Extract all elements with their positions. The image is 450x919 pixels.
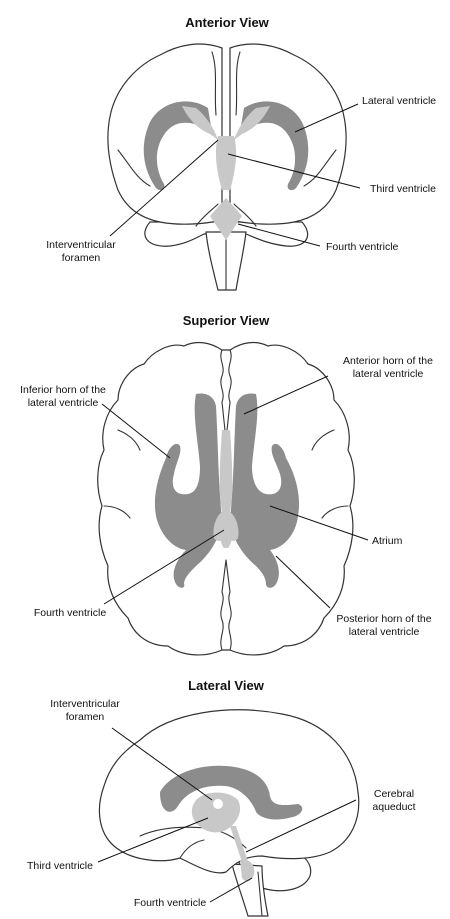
lateral-cerebral-aqueduct: [230, 826, 248, 862]
anterior-third-ventricle: [215, 136, 237, 190]
leader-anterior-horn: [243, 375, 329, 415]
leader-interventricular-foramen-lateral: [111, 727, 213, 801]
label-interventricular-foramen-lateral-line2: foramen: [66, 711, 105, 723]
lateral-interventricular-foramen: [213, 799, 223, 809]
superior-midline-fissure: [220, 559, 227, 651]
anterior-right-ventricle-light: [234, 106, 270, 140]
superior-midline-fissure: [225, 349, 232, 441]
lateral-fourth-ventricle: [240, 859, 255, 882]
label-cerebral-aqueduct-line1: Cerebral: [374, 788, 414, 800]
leader-atrium: [269, 505, 369, 541]
anterior-fold: [117, 149, 151, 187]
anterior-view: Anterior View Lateral ventricle Thir: [46, 15, 436, 291]
lateral-fold: [179, 839, 205, 859]
anterior-left-hemisphere-outline: [107, 43, 223, 225]
superior-third-ventricle: [213, 430, 239, 541]
label-inferior-horn-line2: lateral ventricle: [28, 397, 99, 409]
anterior-fold: [195, 203, 219, 227]
lateral-view-title: Lateral View: [188, 678, 265, 693]
label-inferior-horn-line1: Inferior horn of the: [20, 384, 106, 396]
lateral-view: Lateral View Interventricular foramen Ce…: [27, 678, 416, 917]
label-interventricular-foramen-lateral-line1: Interventricular: [50, 698, 120, 710]
leader-third-ventricle: [227, 153, 361, 189]
anterior-fold: [233, 203, 257, 227]
label-fourth-ventricle-lateral: Fourth ventricle: [134, 897, 207, 909]
lateral-brainstem-line: [257, 871, 263, 917]
leader-third-ventricle-lateral: [97, 817, 209, 863]
label-fourth-ventricle: Fourth ventricle: [326, 241, 399, 253]
leader-lateral-ventricle: [294, 103, 359, 133]
anterior-view-title: Anterior View: [185, 15, 269, 30]
label-cerebral-aqueduct-line2: aqueduct: [372, 801, 415, 813]
label-lateral-ventricle: Lateral ventricle: [362, 95, 436, 107]
leader-posterior-horn: [275, 555, 331, 609]
superior-view-title: Superior View: [183, 313, 270, 328]
superior-fold: [321, 505, 349, 519]
anterior-fold: [303, 149, 337, 187]
superior-right-lateral-ventricle: [230, 393, 300, 588]
label-interventricular-foramen-line2: foramen: [62, 252, 101, 264]
label-third-ventricle-lateral: Third ventricle: [27, 860, 93, 872]
label-anterior-horn-line1: Anterior horn of the: [343, 355, 433, 367]
lateral-cerebrum-outline: [98, 709, 360, 874]
leader-cerebral-aqueduct: [245, 799, 357, 853]
anterior-fold: [211, 51, 217, 116]
leader-fourth-ventricle-superior: [103, 529, 225, 605]
superior-midline-fissure: [225, 559, 232, 651]
superior-left-lateral-ventricle: [154, 393, 222, 588]
label-fourth-ventricle-superior: Fourth ventricle: [34, 607, 107, 619]
leader-inferior-horn: [101, 403, 171, 459]
anterior-left-ventricle-light: [182, 106, 218, 140]
superior-fold: [117, 429, 141, 451]
superior-view: Superior View Anterior horn of the later…: [20, 313, 433, 656]
superior-fold: [103, 505, 131, 519]
label-interventricular-foramen-line1: Interventricular: [46, 239, 116, 251]
leader-fourth-ventricle-lateral: [209, 877, 253, 903]
superior-fold: [311, 429, 335, 451]
superior-midline-fissure: [220, 349, 227, 441]
anterior-fold: [235, 51, 241, 116]
label-posterior-horn-line1: Posterior horn of the: [336, 613, 431, 625]
leader-interventricular-foramen: [109, 139, 219, 237]
label-atrium: Atrium: [372, 535, 403, 547]
label-third-ventricle: Third ventricle: [370, 183, 436, 195]
lateral-third-ventricle: [191, 792, 241, 833]
label-anterior-horn-line2: lateral ventricle: [353, 368, 424, 380]
anterior-fourth-ventricle: [210, 198, 242, 240]
lateral-lateral-ventricle: [160, 765, 303, 820]
superior-aqueduct: [219, 522, 233, 548]
label-posterior-horn-line2: lateral ventricle: [349, 626, 420, 638]
leader-fourth-ventricle: [237, 223, 321, 247]
